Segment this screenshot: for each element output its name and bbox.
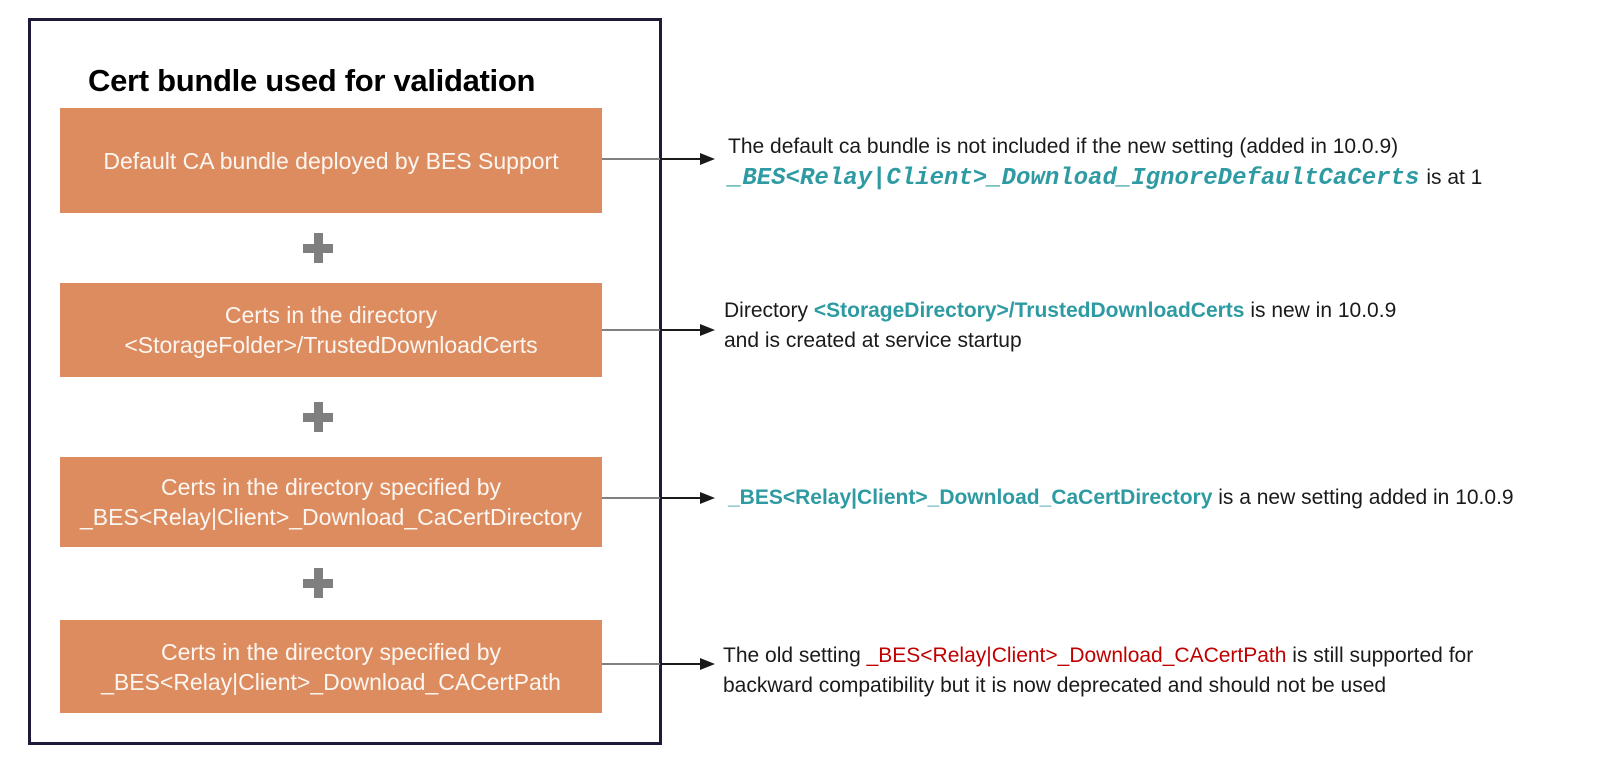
flow-box-cacert-directory: Certs in the directory specified by _BES… <box>60 457 602 547</box>
connector-arrow-icon <box>602 153 715 165</box>
annotation-default-ca-bundle: The default ca bundle is not included if… <box>728 131 1482 194</box>
directory-name-highlight: <StorageDirectory>/TrustedDownloadCerts <box>813 299 1245 322</box>
annotation-text: is new in 10.0.9 and is created at servi… <box>724 299 1397 352</box>
flow-box-cacert-path: Certs in the directory specified by _BES… <box>60 620 602 713</box>
flow-box-label: Certs in the directory specified by <box>160 638 502 665</box>
connector-arrow-icon <box>602 324 715 336</box>
plus-icon <box>303 402 333 432</box>
annotation-cacert-directory: _BES<Relay|Client>_Download_CaCertDirect… <box>728 483 1514 513</box>
setting-name-code: _BES<Relay|Client>_Download_IgnoreDefaul… <box>728 165 1420 192</box>
flow-box-label: _BES<Relay|Client>_Download_CaCertDirect… <box>80 504 582 530</box>
flow-box-label: Default CA bundle deployed by BES Suppor… <box>103 147 559 174</box>
flow-box-label: Certs in the directory <box>224 302 438 328</box>
annotation-cacert-path-deprecated: The old setting _BES<Relay|Client>_Downl… <box>723 641 1478 701</box>
setting-name-highlight: _BES<Relay|Client>_Download_CaCertDirect… <box>728 486 1213 509</box>
flow-box-trusted-download-certs: Certs in the directory <StorageFolder>/T… <box>60 283 602 377</box>
connector-arrow-icon <box>602 658 715 670</box>
diagram-title: Cert bundle used for validation <box>88 63 536 98</box>
annotation-trusted-download-certs: Directory <StorageDirectory>/TrustedDown… <box>724 296 1434 356</box>
annotation-text: Directory <box>724 299 814 322</box>
connector-arrow-icon <box>602 492 715 504</box>
flow-box-default-ca-bundle: Default CA bundle deployed by BES Suppor… <box>60 108 602 213</box>
flow-box-label: Certs in the directory specified by <box>160 474 502 500</box>
plus-icon <box>303 233 333 263</box>
flow-box-label: <StorageFolder>/TrustedDownloadCerts <box>124 332 538 358</box>
annotation-text: The old setting <box>723 644 867 667</box>
annotation-text: is still supported for backward compatib… <box>723 644 1474 697</box>
annotation-text: is at 1 <box>1426 166 1483 189</box>
annotation-text: is a new setting added in 10.0.9 <box>1212 486 1514 509</box>
plus-icon <box>303 568 333 598</box>
deprecated-setting-name: _BES<Relay|Client>_Download_CACertPath <box>866 644 1287 667</box>
annotation-text: The default ca bundle is not included if… <box>728 135 1399 158</box>
flow-box-label: _BES<Relay|Client>_Download_CACertPath <box>101 668 561 695</box>
